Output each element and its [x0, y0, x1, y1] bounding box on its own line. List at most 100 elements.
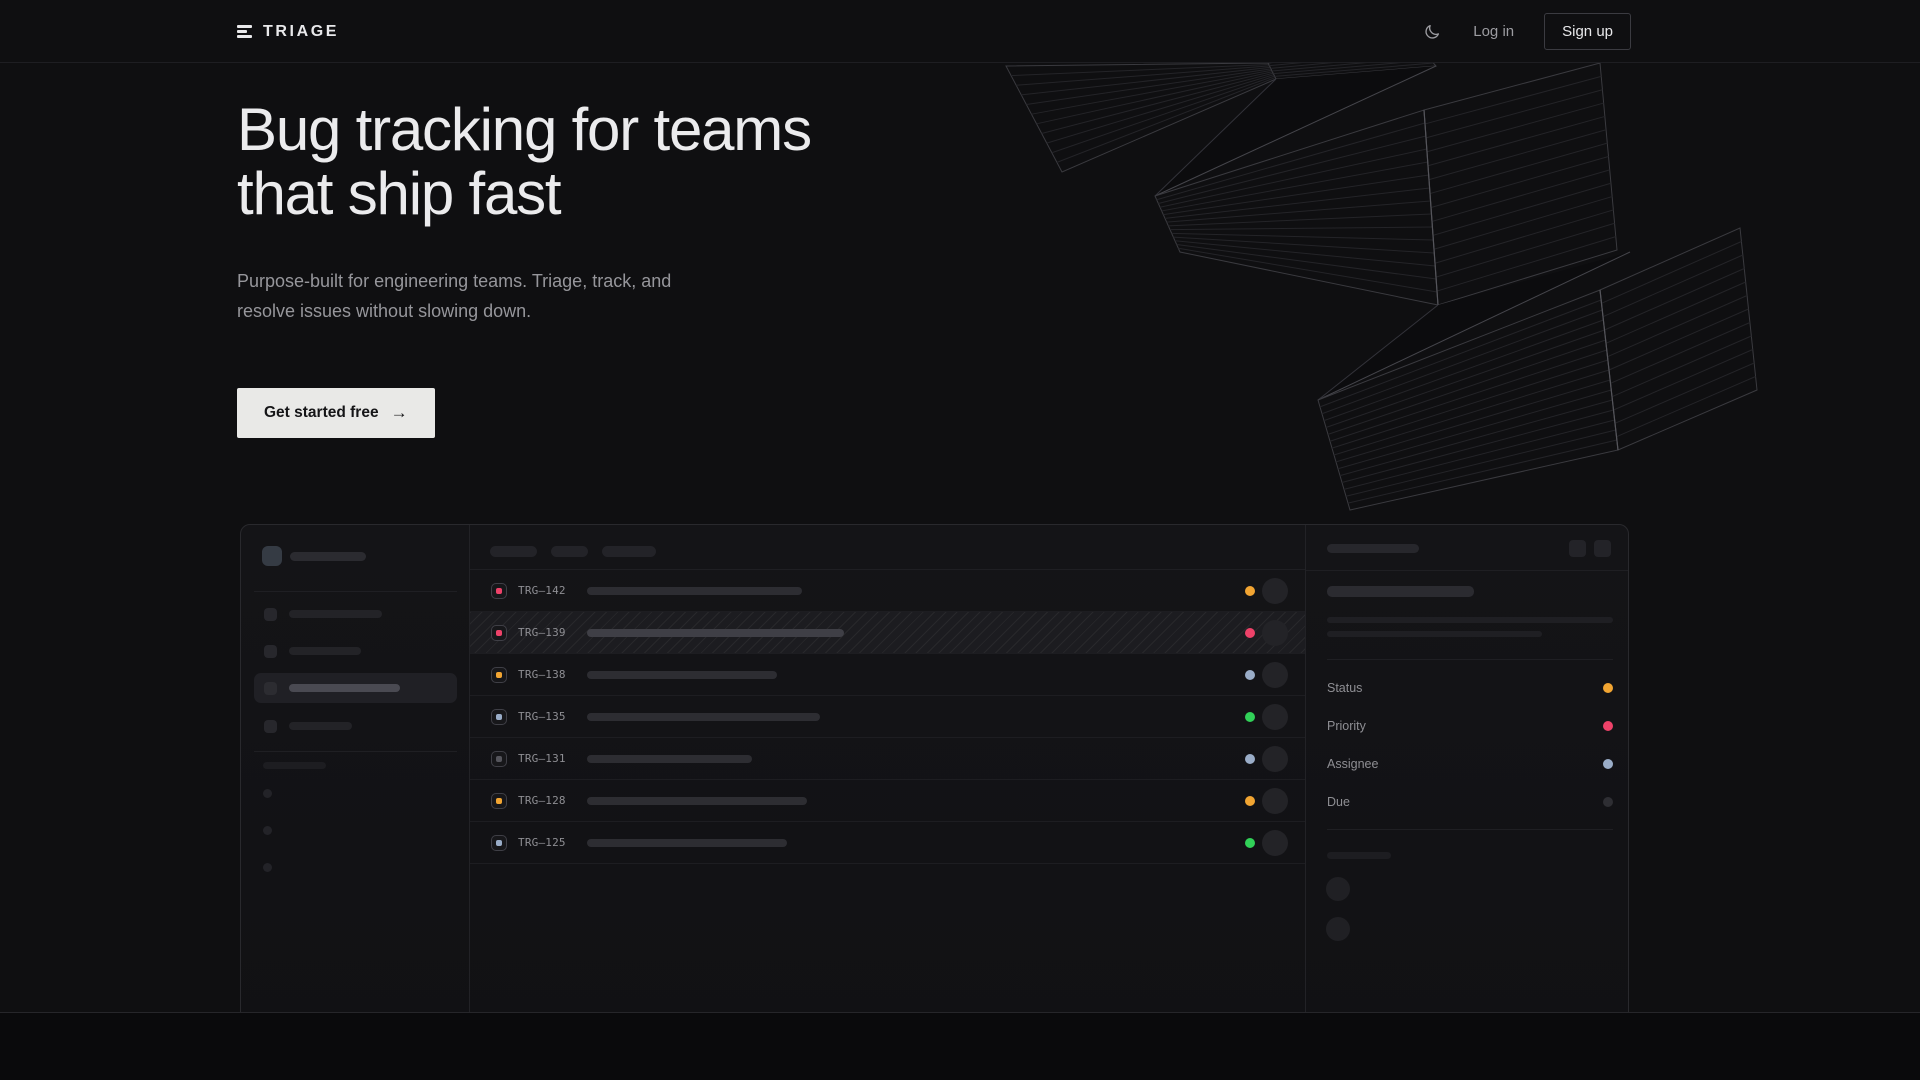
sidebar-item-icon: [264, 681, 277, 695]
status-dot: [1245, 586, 1255, 596]
description-line-skeleton: [1327, 631, 1542, 637]
issue-id: TRG–135: [518, 710, 566, 723]
page-title: Bug tracking for teams that ship fast: [237, 96, 812, 227]
workspace-icon: [262, 546, 282, 566]
get-started-button[interactable]: Get started free →: [237, 388, 435, 438]
property-value-dot: [1603, 797, 1613, 807]
brand-name: TRIAGE: [263, 22, 340, 40]
status-dot: [1245, 796, 1255, 806]
issue-type-icon: [491, 835, 507, 851]
avatar: [1262, 704, 1288, 730]
sidebar-item-skeleton: [254, 711, 457, 741]
property-label: Status: [1327, 681, 1363, 695]
log-in-link[interactable]: Log in: [1473, 23, 1515, 40]
property-value-dot: [1603, 721, 1613, 731]
panel-header-skeleton: [1327, 544, 1419, 553]
headline-line-1: Bug tracking for teams: [237, 96, 812, 163]
sidebar-dot: [263, 826, 272, 835]
issue-title-skeleton: [1327, 586, 1474, 597]
issue-row: TRG–131: [470, 738, 1305, 780]
sign-up-button[interactable]: Sign up: [1544, 13, 1631, 50]
issue-row: TRG–139: [470, 612, 1305, 654]
issue-row: TRG–128: [470, 780, 1305, 822]
avatar: [1262, 620, 1288, 646]
issue-title-skeleton: [587, 713, 820, 721]
issue-row: TRG–138: [470, 654, 1305, 696]
issue-type-icon: [491, 793, 507, 809]
issue-row: TRG–142: [470, 570, 1305, 612]
sidebar-item-active-skeleton: [254, 673, 457, 703]
issue-title-skeleton: [587, 587, 802, 595]
issue-title-skeleton: [587, 755, 752, 763]
filter-pill-skeleton: [602, 546, 656, 557]
issue-type-icon: [491, 667, 507, 683]
sidebar-item-icon: [264, 719, 277, 733]
sidebar-item-skeleton: [254, 636, 457, 666]
list-header: [470, 525, 1305, 570]
arrow-right-icon: →: [390, 403, 408, 422]
moon-icon: [1425, 24, 1440, 39]
panel-section-label-skeleton: [1327, 852, 1391, 859]
triage-bars-icon: [237, 25, 252, 38]
avatar: [1262, 578, 1288, 604]
property-label: Priority: [1327, 719, 1366, 733]
property-row: Due: [1327, 791, 1613, 813]
avatar: [1326, 917, 1350, 941]
status-dot: [1245, 838, 1255, 848]
issue-title-skeleton: [587, 797, 807, 805]
issue-id: TRG–138: [518, 668, 566, 681]
property-value-dot: [1603, 759, 1613, 769]
status-dot: [1245, 670, 1255, 680]
footer-section: [0, 1013, 1920, 1079]
avatar: [1262, 788, 1288, 814]
issue-id: TRG–139: [518, 626, 566, 639]
sidebar-item-skeleton: [254, 599, 457, 629]
property-label: Due: [1327, 795, 1350, 809]
property-row: Assignee: [1327, 753, 1613, 775]
hero-subtitle: Purpose-built for engineering teams. Tri…: [237, 271, 672, 321]
issue-type-icon: [491, 583, 507, 599]
issue-row: TRG–125: [470, 822, 1305, 864]
avatar: [1262, 830, 1288, 856]
issue-type-icon: [491, 625, 507, 641]
issue-type-icon: [491, 709, 507, 725]
headline-line-2: that ship fast: [237, 160, 562, 227]
issue-row: TRG–135: [470, 696, 1305, 738]
sidebar-section-label-skeleton: [263, 762, 326, 769]
issue-id: TRG–131: [518, 752, 566, 765]
get-started-label: Get started free: [264, 404, 379, 421]
property-row: Status: [1327, 677, 1613, 699]
filter-pill-skeleton: [551, 546, 588, 557]
sidebar-dot: [263, 789, 272, 798]
issue-id: TRG–125: [518, 836, 566, 849]
mockup-sidebar: [241, 525, 470, 1012]
property-row: Priority: [1327, 715, 1613, 737]
issue-title-skeleton: [587, 671, 777, 679]
hero-section: TRIAGE Log in Sign up Bug tracking for t…: [0, 0, 1920, 1013]
property-label: Assignee: [1327, 757, 1379, 771]
status-dot: [1245, 712, 1255, 722]
issue-id: TRG–128: [518, 794, 566, 807]
description-line-skeleton: [1327, 617, 1613, 623]
status-dot: [1245, 754, 1255, 764]
avatar: [1326, 877, 1350, 901]
avatar: [1262, 662, 1288, 688]
navbar: TRIAGE Log in Sign up: [0, 0, 1920, 63]
issue-title-skeleton: [587, 839, 787, 847]
issue-id: TRG–142: [518, 584, 566, 597]
issue-title-skeleton: [587, 629, 844, 637]
property-value-dot: [1603, 683, 1613, 693]
sidebar-item-icon: [264, 644, 277, 658]
theme-toggle-button[interactable]: [1421, 21, 1443, 43]
workspace-name-skeleton: [290, 552, 366, 561]
brand-logo[interactable]: TRIAGE: [237, 23, 339, 41]
sidebar-dot: [263, 863, 272, 872]
panel-action-button: [1569, 540, 1586, 557]
status-dot: [1245, 628, 1255, 638]
avatar: [1262, 746, 1288, 772]
filter-pill-skeleton: [490, 546, 537, 557]
sidebar-item-icon: [264, 607, 277, 621]
issue-type-icon: [491, 751, 507, 767]
